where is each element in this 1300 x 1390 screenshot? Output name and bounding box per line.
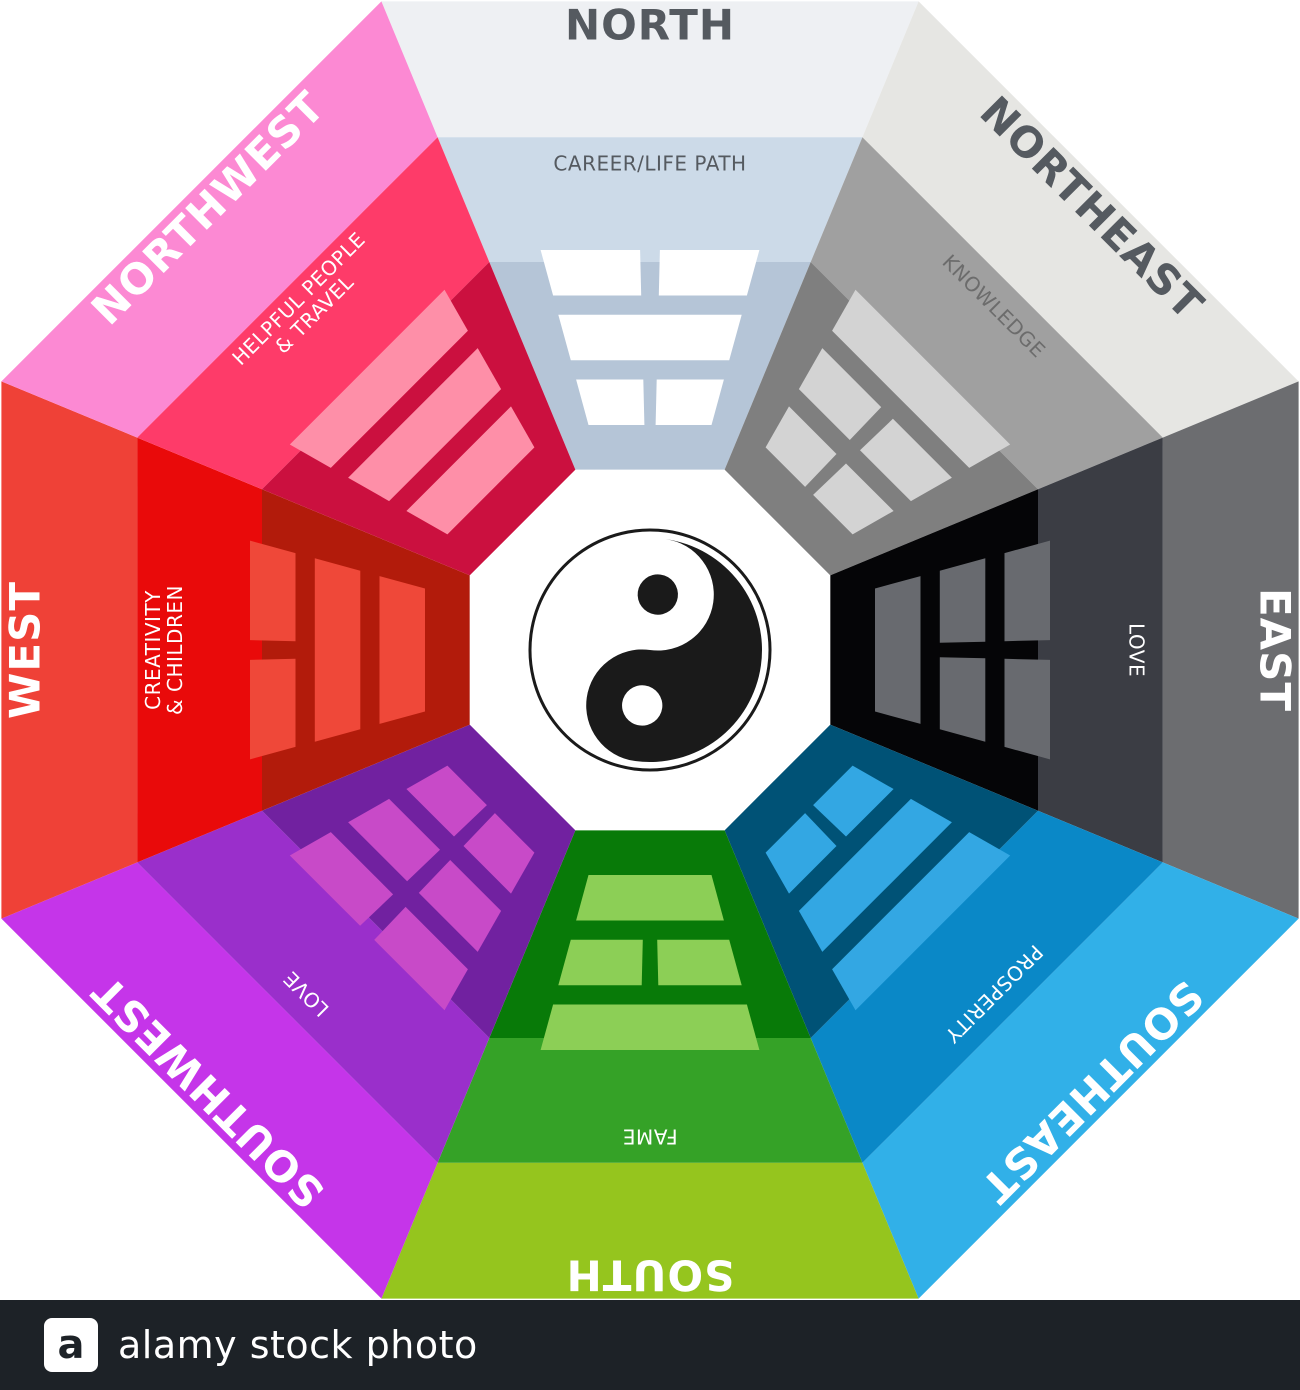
sector-west xyxy=(1,381,470,919)
direction-label-south: SOUTH xyxy=(566,1251,735,1300)
center-octagon xyxy=(469,469,831,831)
trigram-northeast-line-3-seg-1 xyxy=(765,406,837,487)
south-outer-band xyxy=(381,1162,919,1299)
trigram-southeast-line-1 xyxy=(832,832,1011,1011)
trigram-north xyxy=(540,250,760,425)
yin-yang-icon xyxy=(528,528,772,772)
trigram-south-line-2-seg-1 xyxy=(657,939,742,986)
trigram-southwest-line-3-seg-2 xyxy=(406,765,487,837)
north-middle-band xyxy=(437,137,863,262)
trigram-east-line-2-seg-1 xyxy=(939,558,986,643)
trigram-north-line-3-seg-1 xyxy=(576,379,645,425)
trigram-north-line-2 xyxy=(558,314,742,361)
northwest-middle-band xyxy=(137,137,490,490)
yang-dot xyxy=(622,685,663,726)
sectors-layer xyxy=(1,1,1299,1299)
sector-east xyxy=(830,381,1299,919)
south-inner-band xyxy=(489,830,811,1038)
east-middle-band xyxy=(1038,437,1163,863)
west-inner-band xyxy=(262,489,470,811)
trigram-southwest-line-2-seg-2 xyxy=(348,798,440,882)
southwest-outer-band xyxy=(1,862,438,1299)
trigram-west-line-1-seg-1 xyxy=(250,658,296,760)
trigram-southeast-line-3-seg-2 xyxy=(765,813,837,894)
trigram-southeast xyxy=(765,765,1011,1011)
trigram-east-line-3 xyxy=(875,576,921,724)
trigram-northeast-line-3-seg-2 xyxy=(813,463,894,535)
area-label-north: CAREER/LIFE PATH xyxy=(553,152,746,176)
trigram-northwest-line-3 xyxy=(406,406,535,535)
trigram-southwest-line-1-seg-1 xyxy=(374,906,468,1011)
trigram-northwest xyxy=(289,289,535,535)
area-label-west-line-2: & CHILDREN xyxy=(163,585,187,715)
trigram-west-line-3 xyxy=(379,576,425,724)
sector-northwest xyxy=(1,1,576,576)
trigram-south-line-3 xyxy=(576,875,724,921)
area-label-west-line-1: CREATIVITY xyxy=(141,590,165,710)
trigram-south-line-1 xyxy=(540,1004,760,1050)
trigram-northeast-line-1 xyxy=(832,289,1011,468)
southeast-middle-band xyxy=(810,810,1163,1163)
sector-southwest xyxy=(1,724,576,1299)
north-outer-band xyxy=(381,1,919,138)
direction-label-east: EAST xyxy=(1251,588,1300,712)
trigram-north-line-1-seg-2 xyxy=(658,250,760,296)
southwest-inner-band xyxy=(262,724,576,1038)
trigram-east-line-2-seg-2 xyxy=(939,657,986,742)
area-label-west: CREATIVITY& CHILDREN xyxy=(141,585,187,715)
south-middle-band xyxy=(437,1038,863,1163)
trigram-east xyxy=(875,540,1050,760)
north-inner-band xyxy=(489,262,811,470)
yin-dot xyxy=(637,574,678,615)
northeast-middle-band xyxy=(810,137,1163,490)
trigram-southeast-line-2 xyxy=(798,798,952,952)
trigram-northwest-line-2 xyxy=(348,348,502,502)
direction-label-north: NORTH xyxy=(565,1,735,50)
sector-north xyxy=(381,1,919,470)
trigram-southwest-line-1-seg-2 xyxy=(289,832,394,926)
trigram-south xyxy=(540,875,760,1050)
northeast-outer-band xyxy=(862,1,1299,438)
trigram-southeast-line-3-seg-1 xyxy=(813,765,894,837)
west-outer-band xyxy=(1,381,138,919)
trigram-southwest-line-2-seg-1 xyxy=(418,860,502,952)
east-outer-band xyxy=(1162,381,1299,919)
alamy-logo-icon: a xyxy=(44,1318,98,1372)
trigram-south-line-2-seg-2 xyxy=(558,939,643,986)
southwest-middle-band xyxy=(137,810,490,1163)
northeast-inner-band xyxy=(724,262,1038,576)
east-inner-band xyxy=(830,489,1038,811)
trigram-west xyxy=(250,540,425,760)
footer-bar: a alamy stock photo xyxy=(0,1300,1300,1390)
trigram-west-line-1-seg-2 xyxy=(250,540,296,642)
area-label-east: LOVE xyxy=(1125,623,1149,677)
northwest-outer-band xyxy=(1,1,438,438)
trigram-east-line-1-seg-2 xyxy=(1004,658,1050,760)
trigram-northeast-line-2-seg-1 xyxy=(798,348,882,440)
trigram-northwest-line-1 xyxy=(289,289,468,468)
trigram-north-line-3-seg-2 xyxy=(655,379,724,425)
southeast-outer-band xyxy=(862,862,1299,1299)
trigram-southwest-line-3-seg-1 xyxy=(463,813,535,894)
trigram-northeast-line-2-seg-2 xyxy=(860,418,952,502)
trigram-northeast xyxy=(765,289,1011,535)
sector-southeast xyxy=(724,724,1299,1299)
trigram-north-line-1-seg-1 xyxy=(540,250,642,296)
trigram-west-line-2 xyxy=(314,558,361,742)
area-label-south: FAME xyxy=(622,1125,677,1149)
direction-label-west: WEST xyxy=(1,581,50,719)
sector-south xyxy=(381,830,919,1299)
trigram-southwest xyxy=(289,765,535,1011)
sector-northeast xyxy=(724,1,1299,576)
trigram-east-line-1-seg-1 xyxy=(1004,540,1050,642)
footer-caption: alamy stock photo xyxy=(118,1323,478,1367)
west-middle-band xyxy=(137,437,262,863)
